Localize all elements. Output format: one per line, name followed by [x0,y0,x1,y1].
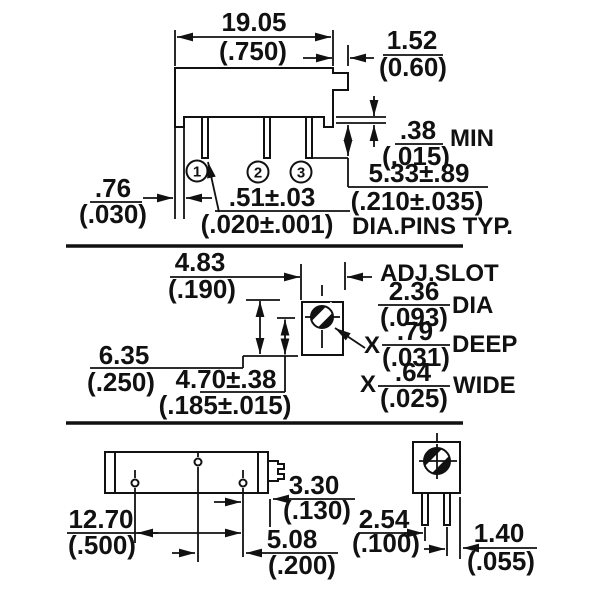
dim-slot-deep: X .79 (.031) DEEP [334,316,517,372]
dim-top-height-in: (.250) [87,367,155,397]
dim-slot-wide-note: WIDE [453,372,516,399]
dim-slot-dia: 2.36 (.093) DIA [378,276,493,332]
dim-side-pin-dia-note: DIA.PINS TYP. [352,213,513,240]
dim-slot-wide-prefix: X [360,371,376,398]
pin-balloon-1: 1 [185,159,209,183]
end-view: 2.54 (.100) 1.40 (.055) [352,433,537,576]
dim-slot-deep-in: (.031) [382,342,450,372]
dim-top-body-mm: 4.83 [175,247,226,277]
dim-side-foot-in: (.030) [79,199,147,229]
dim-slot-dia-in: (.093) [380,302,448,332]
dim-bottom-edge-in: (.130) [283,495,351,525]
dim-end-edge-mm: 1.40 [474,518,525,548]
side-pin-3 [305,116,313,159]
dim-end-edge: 1.40 (.055) [424,518,537,576]
dim-bottom-span-in: (.500) [68,530,136,560]
dim-slot-dia-mm: 2.36 [389,276,440,306]
dim-side-foot-mm: .76 [95,173,131,203]
bottom-tab [267,460,285,482]
adjustment-screw-top [305,285,340,348]
dim-side-foot: .76 (.030) [79,128,212,229]
dim-slot-dia-note: DIA [452,292,493,319]
pin-3-label: 3 [297,165,305,182]
dim-side-standoff: .38 (.015) MIN [336,96,494,171]
dim-end-edge-in: (.055) [467,546,535,576]
dim-side-width-mm: 19.05 [221,7,286,37]
dim-top-offset-in: (.185±.015) [159,390,292,420]
pin-balloon-3: 3 [289,160,313,184]
dim-top-height-mm: 6.35 [99,340,150,370]
dim-end-pitch-mm: 2.54 [359,504,410,534]
dim-bottom-pitch-in: (.200) [268,550,336,580]
bottom-view: 12.70 (.500) 3.30 (.130) 5.08 (.200) [67,451,355,580]
side-pin-1 [201,116,209,159]
dim-side-tab: 1.52 (0.60) [303,25,447,82]
dim-bottom-edge-mm: 3.30 [289,470,340,500]
dim-top-height: 6.35 (.250) [87,299,298,397]
dim-slot-deep-mm: .79 [397,316,433,346]
end-pin-left [421,492,429,526]
side-body-outline [174,67,349,128]
dim-side-width-in: (.750) [219,36,287,66]
dim-top-body-in: (.190) [168,274,236,304]
top-view: 4.83 (.190) ADJ.SLOT 2.36 (.093) DIA X .… [87,247,517,420]
pin-1-label: 1 [193,164,201,181]
dim-side-tab-mm: 1.52 [387,25,438,55]
side-view: 1 2 3 19.05 (.750) 1.52 (0.60) [79,7,513,240]
pin-2-label: 2 [254,165,262,182]
dim-side-width: 19.05 (.750) [174,7,334,66]
dim-slot-deep-prefix: X [364,332,380,359]
dim-top-body: 4.83 (.190) [168,247,302,304]
dim-slot-wide: X .64 (.025) WIDE [360,357,516,413]
dim-bottom-pitch: 5.08 (.200) [172,524,338,580]
dim-bottom-span-mm: 12.70 [68,504,133,534]
adjustment-screw-end [419,443,457,479]
dim-side-standoff-note: MIN [450,125,494,152]
dim-side-pin-dia-in: (.020±.001) [201,209,334,239]
dim-bottom-span: 12.70 (.500) [67,504,241,560]
dim-slot-deep-note: DEEP [452,331,517,358]
dim-top-offset: 4.70±.38 (.185±.015) [159,317,295,420]
dim-top-offset-mm: 4.70±.38 [175,364,276,394]
adj-slot-label: ADJ.SLOT [380,260,499,287]
dim-slot-wide-in: (.025) [380,383,448,413]
pin-balloon-2: 2 [246,160,270,184]
dim-end-pitch-in: (.100) [352,528,420,558]
dim-side-pin-dia-mm: .51±.03 [229,182,316,212]
dim-side-tab-in: (0.60) [379,52,447,82]
dim-side-pin-length: 5.33±.89 (.210±.035) [310,125,488,216]
dim-bottom-edge: 3.30 (.130) [214,470,355,527]
dim-side-pin-length-in: (.210±.035) [351,186,484,216]
dim-side-standoff-in: (.015) [382,141,450,171]
dim-side-pin-length-mm: 5.33±.89 [368,158,469,188]
dim-bottom-pitch-mm: 5.08 [267,524,318,554]
dim-slot-wide-mm: .64 [395,357,432,387]
side-pin-2 [263,116,271,159]
adj-slot-callout: ADJ.SLOT [344,260,499,290]
end-pin-right [443,492,451,526]
dim-side-standoff-mm: .38 [400,115,436,145]
dim-side-pin-dia: .51±.03 (.020±.001) DIA.PINS TYP. [201,161,513,240]
bottom-pin-holes [130,452,248,562]
dim-end-pitch: 2.54 (.100) [352,504,423,558]
